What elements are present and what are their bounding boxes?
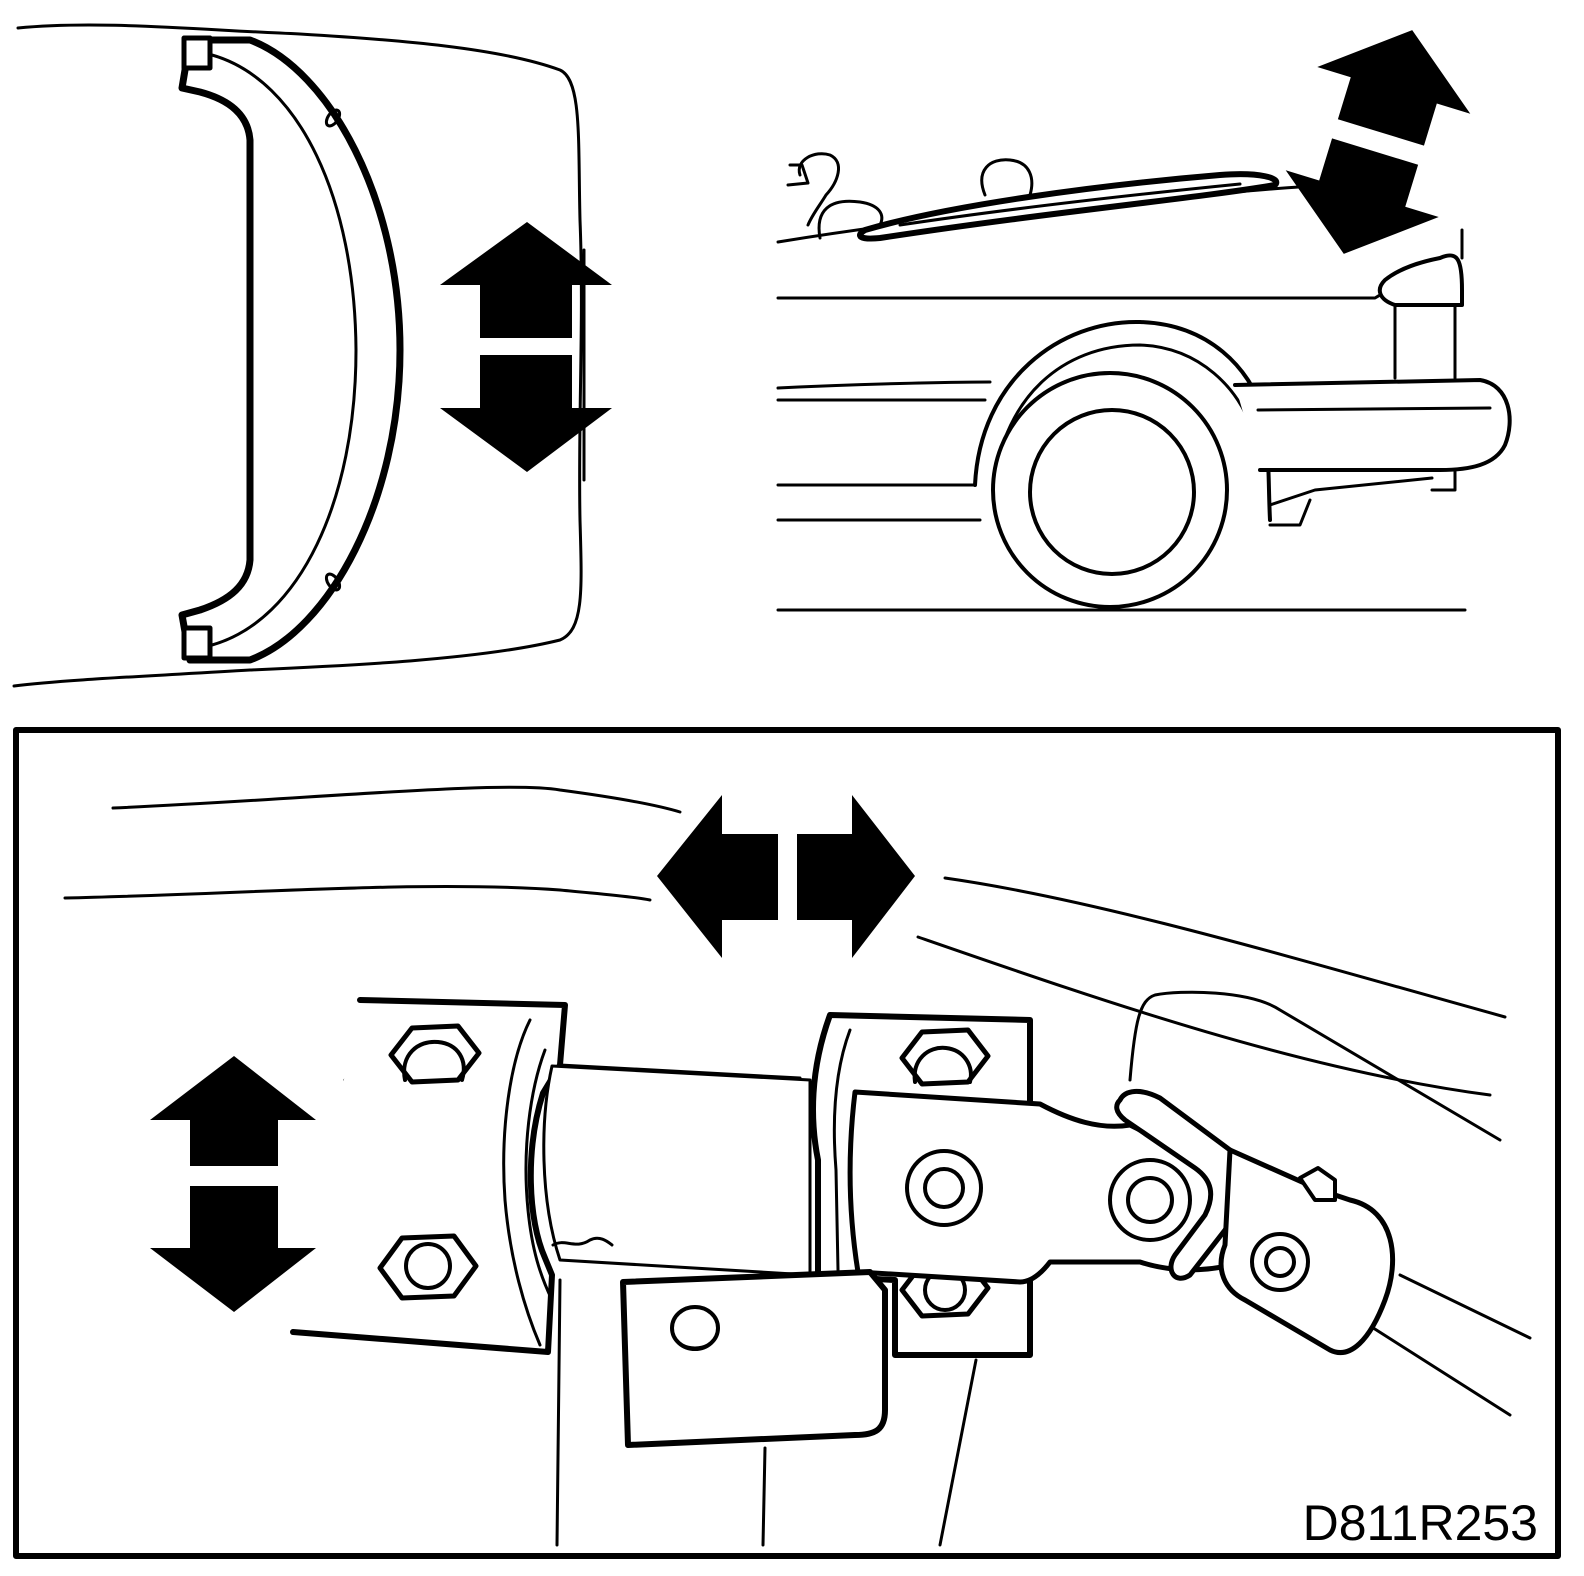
panel-bottom: D811R253 <box>13 727 1561 1559</box>
panel-top-right <box>776 30 1512 612</box>
hex-nut-icon <box>899 1027 991 1087</box>
double-arrow-horizontal-icon <box>657 795 915 958</box>
double-arrow-diagonal-icon <box>1285 30 1471 254</box>
panel-top-left <box>12 23 612 688</box>
double-arrow-vertical-icon <box>150 1056 316 1312</box>
figure-code: D811R253 <box>1303 1495 1538 1551</box>
hex-nut-icon <box>377 1233 479 1301</box>
panel-frame <box>13 727 1561 1559</box>
hex-nut-icon <box>388 1023 482 1085</box>
double-arrow-vertical-icon <box>440 222 612 472</box>
